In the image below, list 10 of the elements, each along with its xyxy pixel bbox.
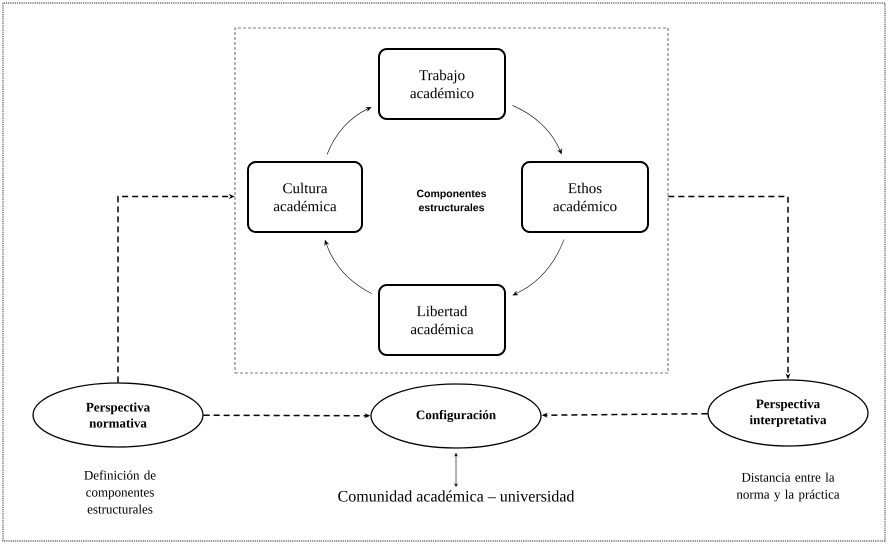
ellipse-node: Configuración bbox=[370, 383, 542, 449]
caption-text: Distancia entre la norma y la práctica bbox=[736, 472, 840, 502]
caption-text: Definición de componentes estructurales bbox=[84, 470, 156, 514]
caption-text: Comunidad académica – universidad bbox=[338, 490, 574, 502]
rounded-box: Trabajo académico bbox=[378, 48, 506, 120]
ellipse-node: Perspectiva normativa bbox=[32, 382, 204, 448]
ellipse-node: Perspectiva interpretativa bbox=[707, 379, 869, 447]
rounded-box: Libertad académica bbox=[378, 284, 506, 356]
rounded-box: Ethos académico bbox=[521, 161, 649, 233]
rounded-box: Cultura académica bbox=[247, 161, 363, 233]
